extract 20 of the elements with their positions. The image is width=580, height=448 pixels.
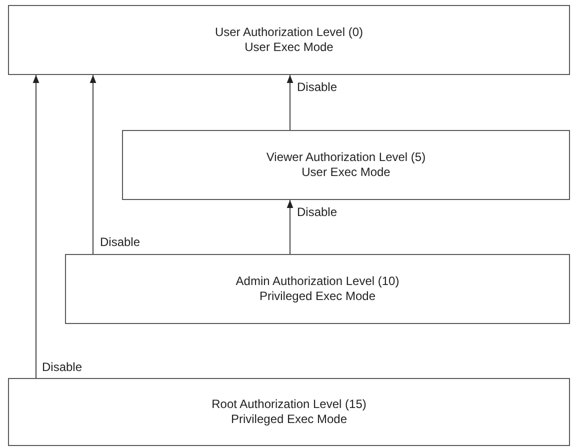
edge-label: Disable [296, 205, 338, 219]
level-text: User Exec Mode [302, 165, 390, 180]
edge-label: Disable [41, 360, 84, 374]
level-text: Viewer Authorization Level (5) [266, 150, 426, 165]
edge-label: Disable [296, 80, 338, 94]
arrow [90, 74, 96, 254]
level-text: User Exec Mode [244, 40, 334, 55]
edge-label: Disable [99, 235, 142, 249]
arrow [286, 200, 294, 254]
level-text: Admin Authorization Level (10) [236, 274, 400, 289]
level-box [65, 254, 570, 324]
level-text: Privileged Exec Mode [259, 289, 376, 304]
arrow [286, 74, 294, 130]
level-text: Privileged Exec Mode [230, 412, 348, 427]
arrow [32, 74, 40, 378]
level-box [8, 378, 570, 446]
level-text: Root Authorization Level (15) [212, 397, 366, 412]
level-text: User Authorization Level (0) [214, 25, 364, 40]
level-box [8, 5, 570, 75]
level-box [122, 130, 570, 200]
